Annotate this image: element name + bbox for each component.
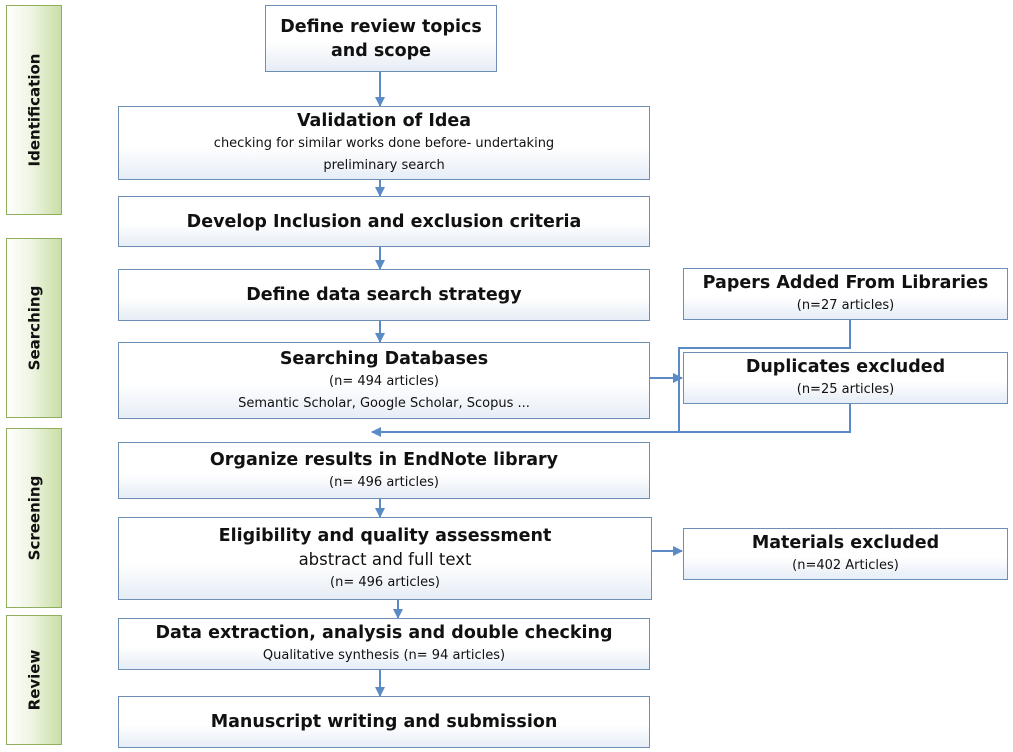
side-title: Papers Added From Libraries [702, 273, 989, 293]
phase-identification: Identification [6, 5, 62, 215]
step-detail: checking for similar works done before- … [213, 136, 555, 173]
step-title: Eligibility and quality assessment [218, 525, 552, 546]
step-title: Validation of Idea [296, 111, 472, 131]
step-title: Data extraction, analysis and double che… [155, 623, 613, 643]
step-count: (n= 496 articles) [330, 574, 440, 590]
step-detail: Qualitative synthesis (n= 94 articles) [262, 648, 506, 663]
side-count: (n=402 Articles) [792, 558, 899, 573]
step-count: (n= 496 articles) [329, 474, 439, 490]
step-count: (n= 494 articles) [329, 373, 439, 389]
step-title: Organize results in EndNote library [209, 449, 559, 470]
step-title: Develop Inclusion and exclusion criteria [186, 211, 582, 232]
connector-duplicates [679, 404, 851, 433]
step-manuscript: Manuscript writing and submission [118, 696, 650, 748]
step-validation: Validation of Idea checking for similar … [118, 106, 650, 180]
step-title: Searching Databases [279, 348, 489, 369]
step-title: Manuscript writing and submission [210, 712, 558, 732]
step-define-topics: Define review topics and scope [265, 5, 497, 72]
step-detail: Semantic Scholar, Google Scholar, Scopus… [238, 395, 530, 411]
step-eligibility: Eligibility and quality assessment abstr… [118, 517, 652, 600]
connector-papers-added [678, 320, 851, 432]
box-papers-added: Papers Added From Libraries (n=27 articl… [683, 268, 1008, 320]
box-duplicates: Duplicates excluded (n=25 articles) [683, 352, 1008, 404]
step-strategy: Define data search strategy [118, 269, 650, 321]
step-criteria: Develop Inclusion and exclusion criteria [118, 196, 650, 247]
phase-review: Review [6, 615, 62, 745]
step-extraction: Data extraction, analysis and double che… [118, 618, 650, 670]
step-endnote: Organize results in EndNote library (n= … [118, 442, 650, 499]
side-title: Duplicates excluded [745, 357, 946, 377]
phase-searching: Searching [6, 238, 62, 418]
step-title: Define review topics and scope [280, 16, 482, 61]
step-title: Define data search strategy [246, 285, 522, 305]
side-title: Materials excluded [751, 533, 940, 553]
side-count: (n=25 articles) [796, 382, 895, 397]
box-materials-excluded: Materials excluded (n=402 Articles) [683, 528, 1008, 580]
phase-screening: Screening [6, 428, 62, 608]
step-detail: abstract and full text [298, 549, 472, 569]
step-databases: Searching Databases (n= 494 articles) Se… [118, 342, 650, 419]
side-count: (n=27 articles) [796, 298, 895, 313]
